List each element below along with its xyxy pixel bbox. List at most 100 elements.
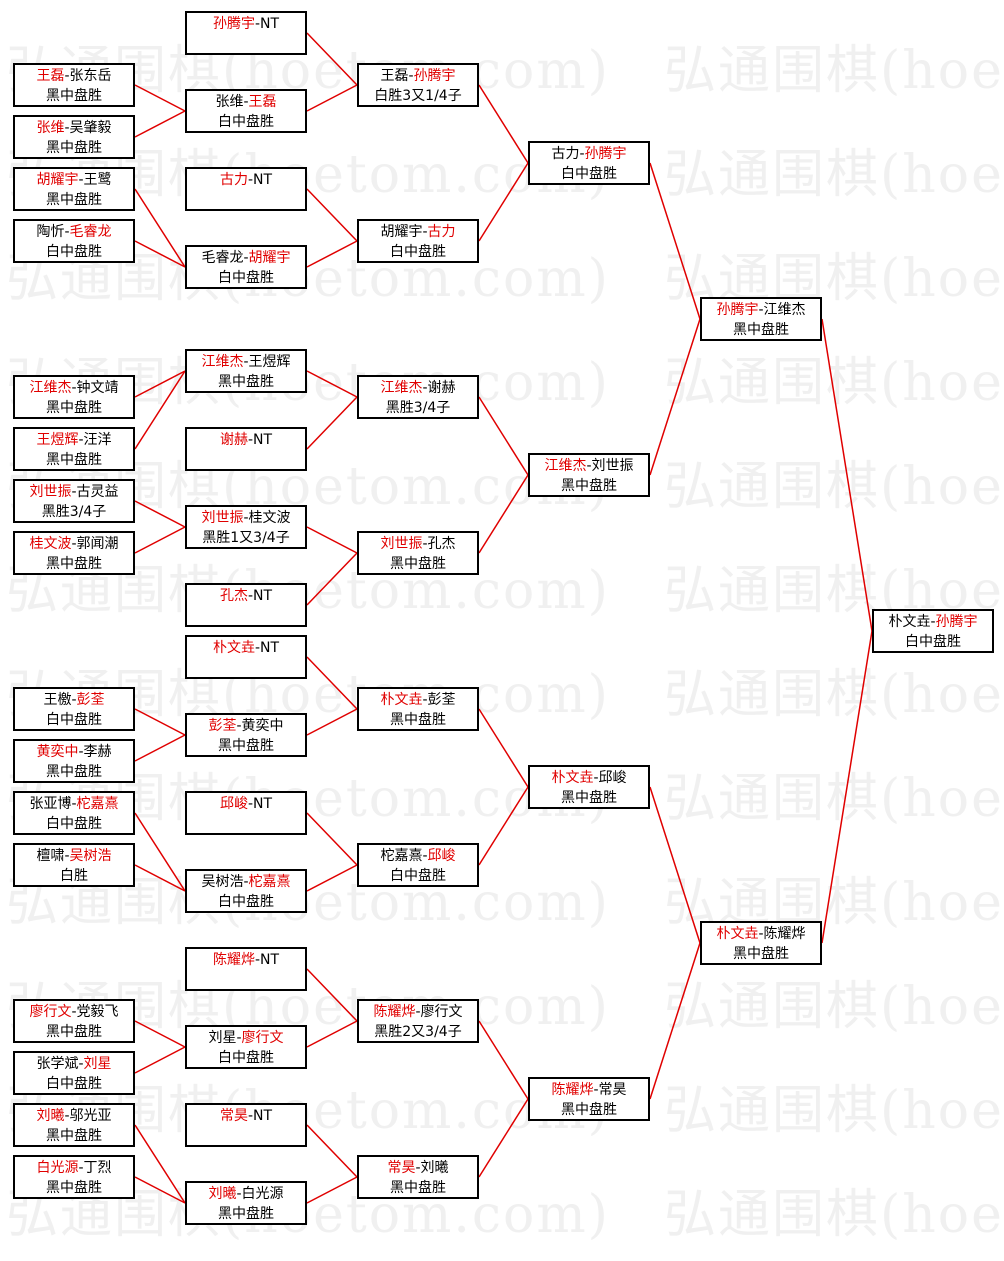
connector-line	[134, 1124, 186, 1204]
matchup-line: 檀啸-吴树浩	[15, 846, 133, 866]
connector-line	[306, 370, 358, 398]
match-box-round2-8: 孔杰-NT	[185, 583, 307, 627]
player-a: 刘世振	[29, 484, 72, 500]
player-a: 陶忻	[36, 224, 65, 240]
player-a: 孔杰	[219, 588, 248, 604]
matchup-line: 张维-吴肇毅	[15, 118, 133, 138]
player-b: 邱峻	[598, 770, 627, 786]
dash-separator: -	[247, 796, 254, 812]
result-text: 黑中盘胜	[46, 192, 102, 208]
connector-line	[306, 708, 358, 736]
connector-line	[134, 1176, 186, 1204]
connector-line	[134, 110, 186, 138]
connector-line	[134, 500, 186, 528]
dash-separator: -	[579, 146, 585, 162]
match-box-round1-4: 陶忻-毛睿龙白中盘胜	[13, 219, 135, 263]
dash-separator: -	[247, 432, 254, 448]
player-a: 张学斌	[36, 1056, 79, 1072]
matchup-line: 胡耀宇-王鹭	[15, 170, 133, 190]
result-text: 黑中盘胜	[561, 1102, 617, 1118]
matchup-line: 朴文垚-邱峻	[530, 768, 648, 788]
dash-separator: -	[408, 68, 414, 84]
match-box-round2-9: 朴文垚-NT	[185, 635, 307, 679]
player-b: NT	[260, 16, 280, 32]
matchup-line: 张亚博-柁嘉熹	[15, 794, 133, 814]
player-b: 吴树浩	[69, 848, 112, 864]
result-text: 黑中盘胜	[733, 322, 789, 338]
player-b: 江维杰	[763, 302, 806, 318]
connector-line	[821, 630, 873, 944]
connector-line	[306, 1176, 358, 1204]
player-b: 彭荃	[427, 692, 456, 708]
result-text: 白中盘胜	[390, 244, 446, 260]
dash-separator: -	[71, 1004, 77, 1020]
result-text: 黑胜1又3/4子	[202, 530, 290, 546]
player-a: 胡耀宇	[380, 224, 423, 240]
result-text: 白中盘胜	[46, 712, 102, 728]
player-a: 邱峻	[219, 796, 248, 812]
player-a: 张维	[215, 94, 244, 110]
connector-line	[649, 318, 701, 476]
dash-separator: -	[243, 250, 249, 266]
player-b: 廖行文	[241, 1030, 284, 1046]
match-box-round2-15: 常昊-NT	[185, 1103, 307, 1147]
matchup-line: 刘曦-邬光亚	[15, 1106, 133, 1126]
dash-separator: -	[71, 380, 77, 396]
match-box-round2-7: 刘世振-桂文波黑胜1又3/4子	[185, 505, 307, 549]
connector-line	[649, 162, 701, 320]
match-box-round3-6: 柁嘉熹-邱峻白中盘胜	[357, 843, 479, 887]
matchup-line: 桂文波-郭闻潮	[15, 534, 133, 554]
matchup-line: 古力-NT	[187, 170, 305, 190]
connector-line	[478, 84, 529, 164]
match-box-round4-3: 朴文垚-邱峻黑中盘胜	[528, 765, 650, 809]
result-text: 黑中盘胜	[218, 738, 274, 754]
dash-separator: -	[71, 692, 77, 708]
result-text: 黑中盘胜	[46, 1128, 102, 1144]
dash-separator: -	[78, 1056, 84, 1072]
player-b: 孔杰	[427, 536, 456, 552]
match-box-round2-10: 彭荃-黄奕中黑中盘胜	[185, 713, 307, 757]
player-a: 江维杰	[544, 458, 587, 474]
player-b: 刘曦	[420, 1160, 449, 1176]
result-text: 黑中盘胜	[46, 1024, 102, 1040]
player-b: NT	[253, 588, 273, 604]
result-text: 黑中盘胜	[390, 1180, 446, 1196]
connector-line	[306, 1020, 358, 1048]
matchup-line: 常昊-NT	[187, 1106, 305, 1126]
connector-line	[134, 708, 186, 736]
player-b: 汪洋	[83, 432, 112, 448]
match-box-round1-10: 黄奕中-李赫黑中盘胜	[13, 739, 135, 783]
result-text: 黑中盘胜	[218, 374, 274, 390]
match-box-round1-14: 张学斌-刘星白中盘胜	[13, 1051, 135, 1095]
dash-separator: -	[422, 848, 428, 864]
player-a: 江维杰	[201, 354, 244, 370]
result-text: 黑中盘胜	[390, 556, 446, 572]
player-b: 孙腾宇	[935, 614, 978, 630]
match-box-round1-16: 白光源-丁烈黑中盘胜	[13, 1155, 135, 1199]
connector-line	[478, 474, 529, 554]
match-box-round3-1: 王磊-孙腾宇白胜3又1/4子	[357, 63, 479, 107]
matchup-line: 刘世振-孔杰	[359, 534, 477, 554]
dash-separator: -	[78, 172, 84, 188]
result-text: 白中盘胜	[905, 634, 961, 650]
player-b: 白光源	[241, 1186, 284, 1202]
result-text: 黑中盘胜	[46, 88, 102, 104]
player-b: 吴肇毅	[69, 120, 112, 136]
player-b: 陈耀烨	[763, 926, 806, 942]
match-box-round1-2: 张维-吴肇毅黑中盘胜	[13, 115, 135, 159]
player-a: 白光源	[36, 1160, 79, 1176]
player-a: 彭荃	[208, 718, 237, 734]
result-text: 白中盘胜	[561, 166, 617, 182]
matchup-line: 刘曦-白光源	[187, 1184, 305, 1204]
player-a: 朴文垚	[888, 614, 931, 630]
matchup-line: 张学斌-刘星	[15, 1054, 133, 1074]
match-box-round1-9: 王檄-彭荃白中盘胜	[13, 687, 135, 731]
matchup-line: 白光源-丁烈	[15, 1158, 133, 1178]
match-box-round4-1: 古力-孙腾宇白中盘胜	[528, 141, 650, 185]
matchup-line: 陶忻-毛睿龙	[15, 222, 133, 242]
matchup-line: 陈耀烨-常昊	[530, 1080, 648, 1100]
matchup-line: 陈耀烨-廖行文	[359, 1002, 477, 1022]
dash-separator: -	[236, 1030, 242, 1046]
result-text: 白中盘胜	[46, 244, 102, 260]
